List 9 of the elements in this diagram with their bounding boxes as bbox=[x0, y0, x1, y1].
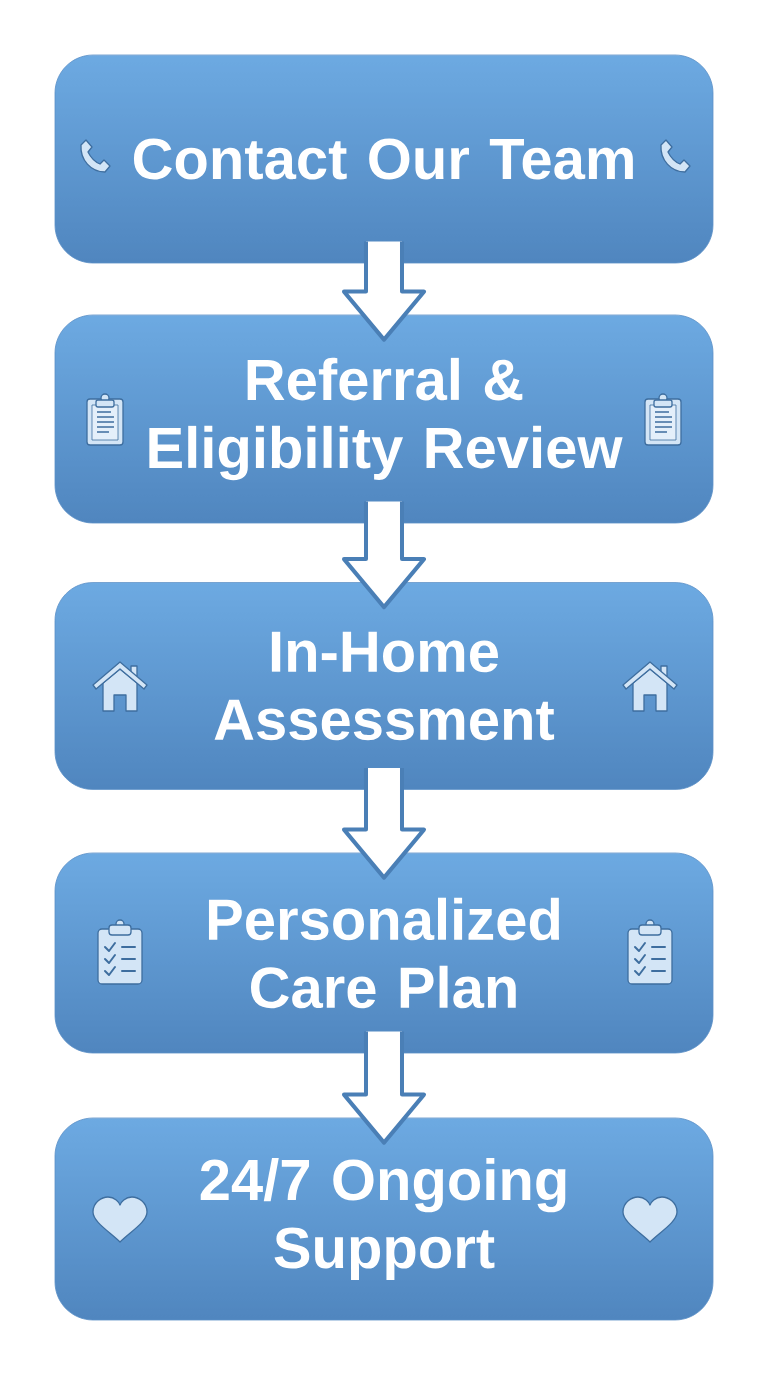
arrow bbox=[342, 239, 426, 342]
arrow bbox=[342, 499, 426, 610]
process-box: Contact Our Team bbox=[54, 54, 714, 264]
process-box: In-Home Assessment bbox=[54, 582, 714, 790]
process-box: Personalized Care Plan bbox=[54, 852, 714, 1054]
arrow bbox=[342, 1029, 426, 1145]
process-box: 24/7 Ongoing Support bbox=[54, 1117, 714, 1321]
arrow bbox=[342, 765, 426, 880]
process-box: Referral & Eligibility Review bbox=[54, 314, 714, 524]
